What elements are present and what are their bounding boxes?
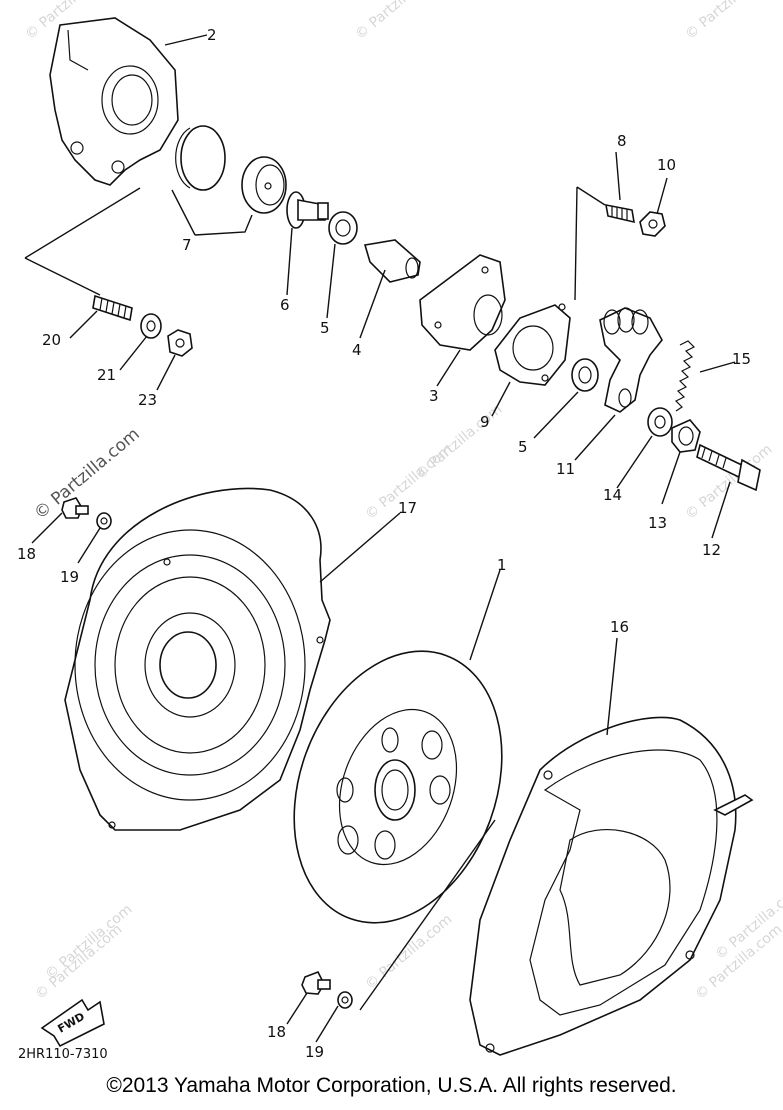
part-9-gasket xyxy=(494,303,571,386)
part-19-washer-bottom xyxy=(337,991,353,1009)
callout-23: 23 xyxy=(138,391,157,409)
fwd-arrow-icon: FWD xyxy=(40,998,105,1048)
part-5-bearing xyxy=(328,211,358,245)
part-3-plate xyxy=(419,254,506,351)
watermark: © Partzilla.com xyxy=(42,901,135,983)
callout-14: 14 xyxy=(603,486,622,504)
callout-16: 16 xyxy=(610,618,629,636)
callout-18: 18 xyxy=(17,545,36,563)
part-21-washer xyxy=(140,313,162,339)
callout-7: 7 xyxy=(182,236,192,254)
part-20-stud xyxy=(92,294,133,322)
watermark: © Partzilla.com xyxy=(352,0,445,43)
part-5-bearing-2 xyxy=(571,358,599,392)
part-19-washer-top xyxy=(96,512,112,530)
part-6-shaft xyxy=(286,191,329,229)
callout-13: 13 xyxy=(648,514,667,532)
copyright-footer: ©2013 Yamaha Motor Corporation, U.S.A. A… xyxy=(106,1074,677,1097)
part-14-washer xyxy=(647,407,673,437)
callout-10: 10 xyxy=(657,156,676,174)
part-18-bolt-top xyxy=(61,497,89,519)
watermark: © Partzilla.com xyxy=(682,0,775,43)
callout-3: 3 xyxy=(429,387,439,405)
callout-8: 8 xyxy=(617,132,627,150)
callout-2: 2 xyxy=(207,26,217,44)
part-2-housing xyxy=(49,17,179,186)
callout-20: 20 xyxy=(42,331,61,349)
watermark: © Partzilla.com xyxy=(362,911,455,993)
part-12-bolt xyxy=(696,443,761,492)
part-4-cam xyxy=(363,239,421,283)
watermark: © Partzilla.com xyxy=(682,441,775,523)
watermark: © Partzilla.com xyxy=(412,401,505,483)
part-11-arm xyxy=(599,307,663,413)
part-1-disc xyxy=(293,650,503,924)
callout-17: 17 xyxy=(398,499,417,517)
callout-5: 5 xyxy=(320,319,330,337)
callout-15: 15 xyxy=(732,350,751,368)
part-17-cover xyxy=(64,487,331,831)
part-18-bolt-bottom xyxy=(301,970,331,995)
callout-19b: 19 xyxy=(305,1043,324,1061)
part-15-spring xyxy=(674,340,696,412)
callout-4: 4 xyxy=(352,341,362,359)
part-13-collar xyxy=(671,419,701,453)
callout-18b: 18 xyxy=(267,1023,286,1041)
part-16-back-cover xyxy=(469,716,754,1056)
leader-lines xyxy=(24,34,736,1043)
callouts: 2 7 6 5 4 3 8 10 20 21 23 9 5 15 11 14 1… xyxy=(17,26,751,1061)
part-8-stud xyxy=(605,203,635,224)
part-7-cap xyxy=(175,125,287,214)
part-23-nut xyxy=(167,329,193,357)
callout-11: 11 xyxy=(556,460,575,478)
callout-5b: 5 xyxy=(518,438,528,456)
callout-1: 1 xyxy=(497,556,507,574)
callout-12: 12 xyxy=(702,541,721,559)
callout-9: 9 xyxy=(480,413,490,431)
callout-19: 19 xyxy=(60,568,79,586)
callout-6: 6 xyxy=(280,296,290,314)
drawing-code: 2HR110-7310 xyxy=(18,1047,108,1062)
callout-21: 21 xyxy=(97,366,116,384)
part-10-nut xyxy=(639,211,666,237)
